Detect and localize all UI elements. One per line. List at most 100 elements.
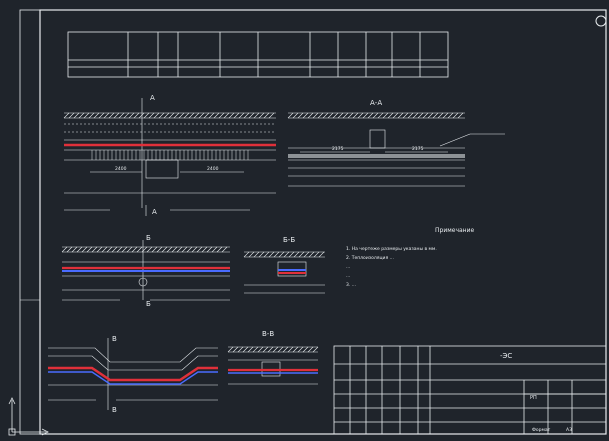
hatch-line: [183, 112, 190, 119]
hatch-line: [108, 112, 115, 119]
hatch-line: [161, 246, 168, 253]
hatch-line: [186, 246, 193, 253]
hatch-line: [452, 112, 459, 119]
hatch-line: [113, 112, 120, 119]
hatch-line: [268, 251, 275, 258]
hatch-line: [193, 112, 200, 119]
hatch-line: [73, 112, 80, 119]
hatch-line: [111, 246, 118, 253]
hatch-line: [312, 112, 319, 119]
hatch-line: [121, 246, 128, 253]
note-line-2: 2. Теплоизоляция ...: [346, 255, 394, 261]
hatch-line: [317, 112, 324, 119]
hatch-line: [133, 112, 140, 119]
hatch-line: [178, 112, 185, 119]
hatch-line: [432, 112, 439, 119]
hatch-line: [88, 112, 95, 119]
hatch-line: [168, 112, 175, 119]
hatch-line: [332, 112, 339, 119]
aa-hatch: [287, 112, 464, 119]
hatch-line: [126, 246, 133, 253]
hatch-line: [457, 112, 464, 119]
hatch-line: [407, 112, 414, 119]
hatch-line: [302, 346, 309, 353]
hatch-line: [377, 112, 384, 119]
hatch-line: [116, 246, 123, 253]
hatch-line: [242, 346, 249, 353]
hatch-line: [103, 112, 110, 119]
hatch-line: [208, 112, 215, 119]
hatch-line: [258, 112, 265, 119]
hatch-line: [283, 251, 290, 258]
hatch-line: [153, 112, 160, 119]
hatch-line: [342, 112, 349, 119]
hatch-line: [143, 112, 150, 119]
hatch-line: [307, 112, 314, 119]
hatch-line: [297, 112, 304, 119]
hatch-line: [218, 112, 225, 119]
hatch-line: [422, 112, 429, 119]
hatch-line: [196, 246, 203, 253]
hatch-line: [118, 112, 125, 119]
note-line-5: 3. ...: [346, 282, 356, 288]
aa-dim-left: 2175: [332, 146, 344, 152]
hatch-line: [267, 346, 274, 353]
hatch-line: [417, 112, 424, 119]
hatch-line: [163, 112, 170, 119]
stamp-code: -ЭС: [500, 352, 512, 360]
arrow-label-v-bottom: В: [112, 406, 117, 414]
hatch-line: [206, 246, 213, 253]
hatch-line: [427, 112, 434, 119]
hatch-line: [78, 112, 85, 119]
hatch-line: [83, 112, 90, 119]
hatch-line: [158, 112, 165, 119]
hatch-line: [437, 112, 444, 119]
arrow-label-v-top: В: [112, 335, 117, 343]
stamp-stage: РП: [530, 395, 537, 401]
hatch-line: [176, 246, 183, 253]
hatch-line: [412, 112, 419, 119]
hatch-line: [151, 246, 158, 253]
hatch-line: [277, 346, 284, 353]
hatch-line: [211, 246, 218, 253]
hatch-line: [228, 112, 235, 119]
hatch-line: [272, 346, 279, 353]
hatch-line: [71, 246, 78, 253]
hatch-line: [188, 112, 195, 119]
hatch-line: [273, 251, 280, 258]
hatch-line: [397, 112, 404, 119]
slope-red-pipe: [48, 366, 218, 382]
hatch-line: [402, 112, 409, 119]
hatch-line: [203, 112, 210, 119]
hatch-line: [136, 246, 143, 253]
arrow-label-b-top: Б: [146, 234, 151, 242]
hatch-line: [372, 112, 379, 119]
hatch-line: [61, 246, 68, 253]
hatch-line: [148, 112, 155, 119]
notes-block: Примечание 1. На чертеже размеры указаны…: [346, 227, 474, 288]
section-bb-label: Б-Б: [283, 236, 295, 244]
section-water-pipe: Б Б: [61, 234, 230, 308]
notes-title: Примечание: [435, 227, 474, 234]
slope-blue-pipe: [48, 371, 218, 385]
hatch-line: [156, 246, 163, 253]
hatch-line: [96, 246, 103, 253]
plan-hatch: [63, 112, 275, 119]
hatch-line: [98, 112, 105, 119]
hatch-line: [243, 112, 250, 119]
hatch-line: [287, 112, 294, 119]
hatch-line: [101, 246, 108, 253]
hatch-line: [63, 112, 70, 119]
hatch-line: [297, 346, 304, 353]
hatch-line: [292, 346, 299, 353]
hatch-line: [287, 346, 294, 353]
hatch-line: [362, 112, 369, 119]
hatch-line: [248, 112, 255, 119]
hatch-line: [221, 246, 228, 253]
hatch-line: [128, 112, 135, 119]
hatch-line: [171, 246, 178, 253]
hatch-line: [292, 112, 299, 119]
stamp-format: А3: [566, 427, 572, 433]
section-vv: В-В: [227, 330, 319, 385]
